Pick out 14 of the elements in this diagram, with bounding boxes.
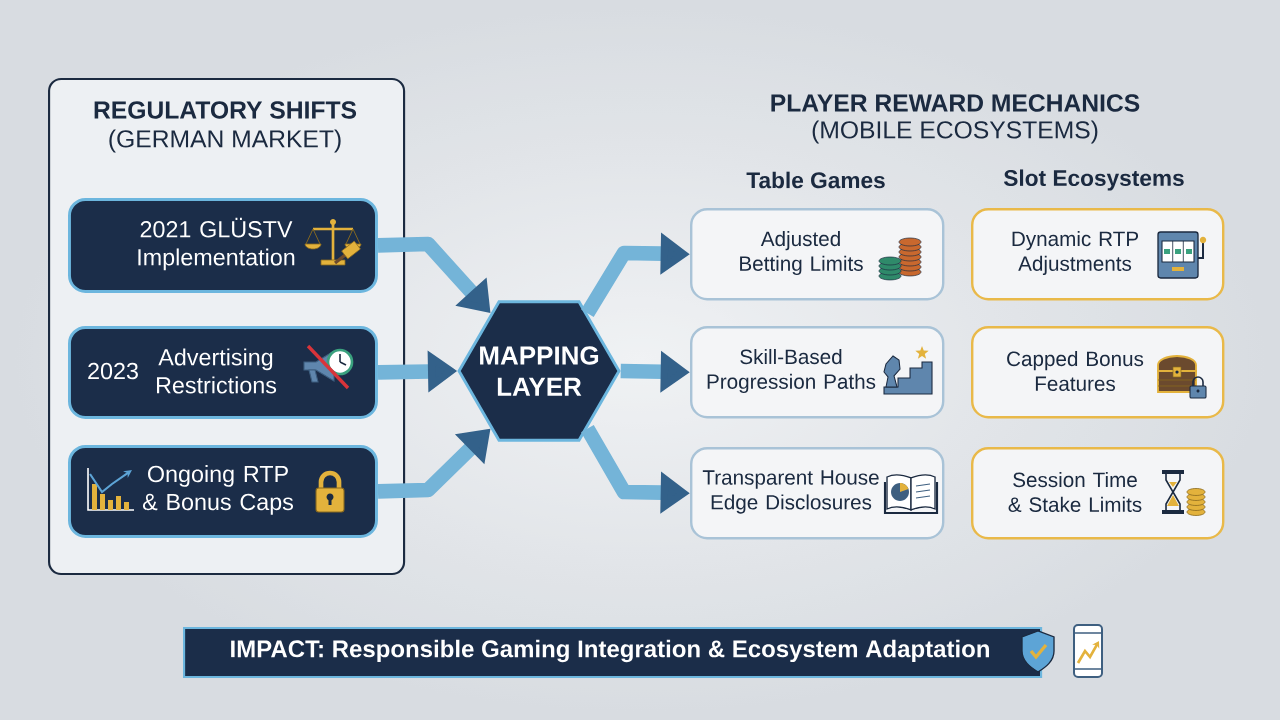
mechanic-box: Session Time & Stake Limits [971,447,1225,540]
mechanic-box: Skill-Based Progression Paths [690,326,945,419]
regulation-box: 2021 GLÜSTV Implementation [68,198,378,293]
mechanic-box: Transparent House Edge Disclosures [690,447,945,540]
regulation-box: 2023 Advertising Restrictions [68,326,378,419]
section-subtitle: (MOBILE ECOSYSTEMS) [812,120,1098,144]
section-title: PLAYER REWARD MECHANICS [771,94,1140,112]
impact-banner: IMPACT: Responsible Gaming Integration & Ecosystem Adaptation [183,627,1043,679]
mechanic-box: Adjusted Betting Limits [690,208,945,301]
column-header: Slot Ecosystems [1003,169,1184,191]
hexagon: MAPPING LAYER [457,300,621,442]
regulation-box: Ongoing RTP & Bonus Caps [68,445,378,538]
mechanic-box: Capped Bonus Features [971,326,1225,419]
mechanic-box: Dynamic RTP Adjustments [971,208,1225,301]
